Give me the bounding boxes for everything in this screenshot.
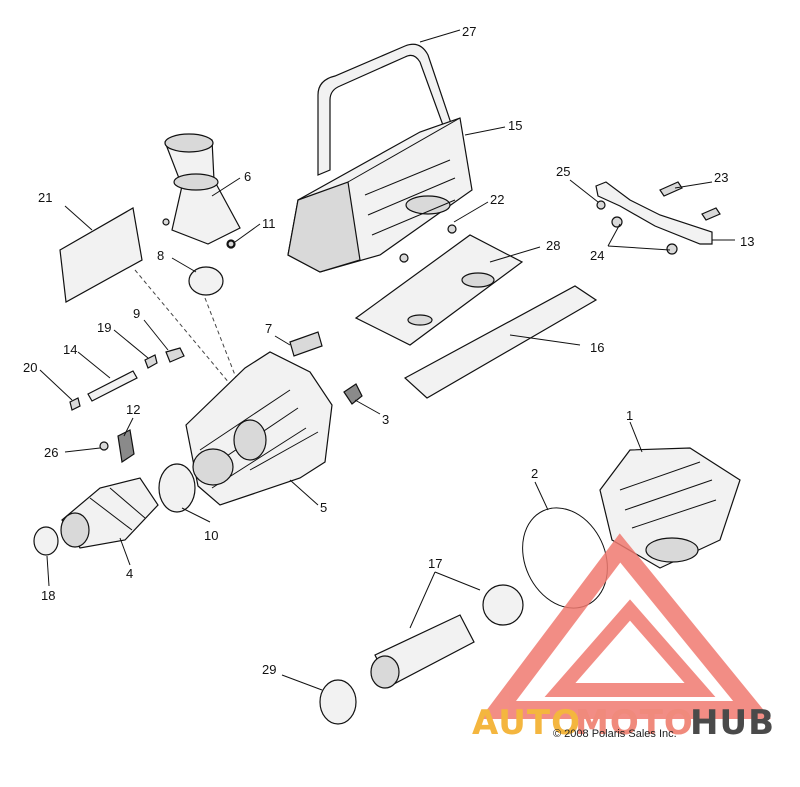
callout-13: 13: [740, 234, 754, 249]
callout-16: 16: [590, 340, 604, 355]
callout-1: 1: [626, 408, 633, 423]
part-6-inlet: [162, 133, 241, 249]
callout-6: 6: [244, 169, 251, 184]
part-5-airbox: [185, 351, 333, 506]
callout-23: 23: [714, 170, 728, 185]
callout-26: 26: [44, 445, 58, 460]
part-9-fitting: [165, 347, 185, 363]
part-3-sensor: [343, 383, 363, 405]
part-12-sensor: [117, 429, 135, 464]
part-18-clamp: [33, 526, 59, 556]
part-17-filter: [370, 584, 524, 689]
part-21-label: [59, 207, 143, 303]
part-11-bolt: [227, 240, 235, 248]
callout-25: 25: [556, 164, 570, 179]
callout-17: 17: [428, 556, 442, 571]
leader-lines: [39, 29, 735, 691]
part-15-cover: [287, 117, 473, 273]
callout-27: 27: [462, 24, 476, 39]
callout-10: 10: [204, 528, 218, 543]
callout-24: 24: [590, 248, 604, 263]
callout-19: 19: [97, 320, 111, 335]
part-14-hose: [87, 370, 138, 402]
callout-3: 3: [382, 412, 389, 427]
part-8-ring: [188, 266, 224, 296]
copyright-text: © 2008 Polaris Sales Inc.: [553, 728, 677, 740]
callout-7: 7: [265, 321, 272, 336]
callout-22: 22: [490, 192, 504, 207]
callout-9: 9: [133, 306, 140, 321]
watermark-auto: AUTO: [472, 703, 581, 743]
callout-14: 14: [63, 342, 77, 357]
callout-5: 5: [320, 500, 327, 515]
callout-15: 15: [508, 118, 522, 133]
part-4-boot: [60, 477, 159, 549]
callout-18: 18: [41, 588, 55, 603]
watermark-hub: HUB: [690, 703, 775, 743]
watermark-moto: MOTO: [575, 703, 694, 743]
callout-20: 20: [23, 360, 37, 375]
callout-28: 28: [546, 238, 560, 253]
part-19-clip: [144, 354, 158, 369]
part-20-clip: [69, 397, 81, 411]
callout-8: 8: [157, 248, 164, 263]
part-13-bracket: [595, 181, 721, 255]
callout-4: 4: [126, 566, 133, 581]
callout-11: 11: [262, 216, 276, 231]
part-16-pad: [403, 285, 598, 399]
part-7-block: [289, 331, 323, 357]
part-1-cover: [599, 447, 741, 569]
watermark-logo: [479, 533, 771, 719]
callout-29: 29: [262, 662, 276, 677]
part-28-pad: [354, 234, 524, 346]
callout-2: 2: [531, 466, 538, 481]
callout-labels: 27 15 6 22 11 8 21 28 7 9 19 14 20 3 16 …: [23, 24, 754, 677]
part-22b-fastener: [399, 253, 409, 263]
callout-21: 21: [38, 190, 52, 205]
callout-12: 12: [126, 402, 140, 417]
part-26-bolt: [99, 441, 109, 451]
part-10-clamp: [158, 463, 196, 513]
part-29-ring: [319, 679, 357, 725]
part-22-fastener: [447, 224, 457, 234]
